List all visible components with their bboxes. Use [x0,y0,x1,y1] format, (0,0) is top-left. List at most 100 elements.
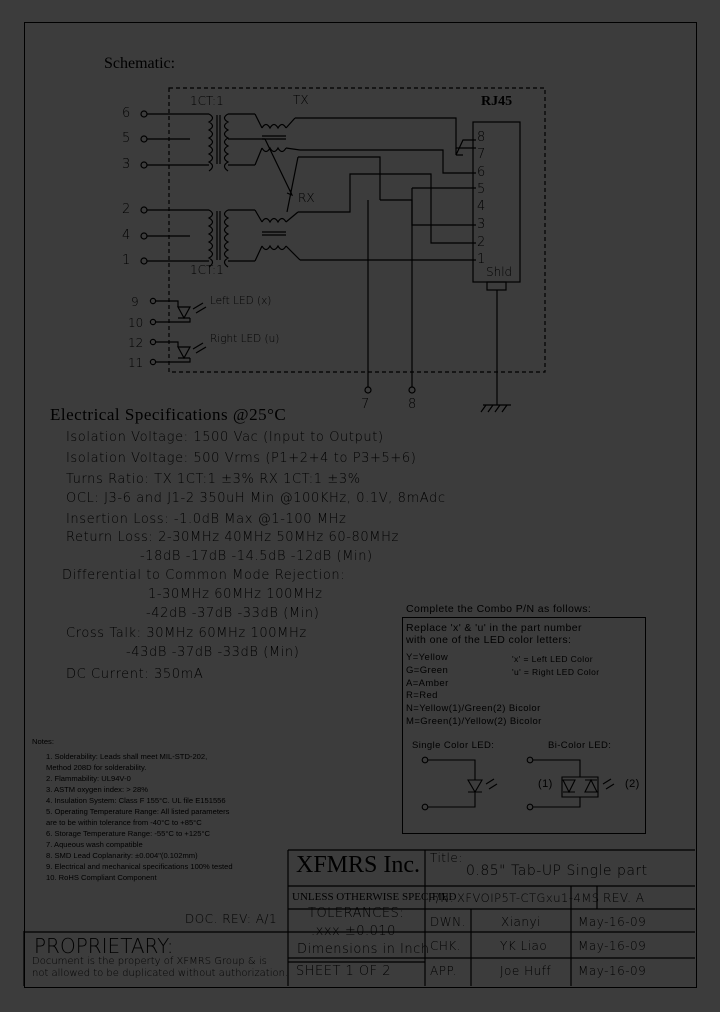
led-pin-label: 12 [128,336,144,350]
note-item: 8. SMD Lead Coplanarity: ±0.004"(0.102mm… [46,851,198,860]
title-label: Title: [430,851,463,865]
rj45-pin-label: 5 [477,182,486,197]
shield-label: Shld [486,265,513,279]
rj45-label: RJ45 [481,94,513,109]
x-note: 'x' = Left LED Color [512,654,593,664]
bi-led-label: Bi-Color LED: [548,740,612,751]
rj45-pin-label: 3 [477,217,486,232]
company-name: XFMRS Inc. [296,852,421,878]
ct-bottom-label: 1CT:1 [190,263,224,277]
doc-rev: DOC. REV: A/1 [185,912,278,926]
rj45-pin-label: 2 [477,235,486,250]
name-value: YK Liao [500,939,548,953]
ct-top-label: 1CT:1 [190,94,224,108]
spec-line: Isolation Voltage: 500 Vrms (P1+2+4 to P… [66,451,417,466]
note-item: 6. Storage Temperature Range: -55°C to +… [46,829,211,838]
color-code: G=Green [406,665,449,676]
note-item: 4. Insulation System: Class F 155°C. UL … [46,796,226,805]
pin-label: 4 [122,228,131,243]
u-note: 'u' = Right LED Color [512,667,600,677]
notes-heading: Notes: [32,737,54,746]
note-item: 7. Aqueous wash compatible [46,840,143,849]
date-value: May-16-09 [578,915,647,929]
spec-line: DC Current: 350mA [66,667,204,682]
bi-led-1: (1) [538,778,553,790]
module-enclosure [168,87,546,373]
rj45-pin-label: 4 [477,199,486,214]
role-label: APP. [430,964,457,978]
tx-label: TX [293,93,309,107]
color-code: N=Yellow(1)/Green(2) Bicolor [406,703,541,714]
bottom-pin-label: 8 [408,397,417,412]
proprietary-text: Document is the property of XFMRS Group … [32,956,267,967]
rj45-pin-label: 7 [477,147,486,162]
led-pin-label: 11 [128,356,144,370]
revision: REV. A [603,891,645,905]
role-label: CHK. [430,939,462,953]
color-code: Y=Yellow [406,652,449,663]
spec-line: Insertion Loss: -1.0dB Max @1-100 MHz [66,512,347,527]
note-item: are to be within tolerance from -40°C to… [46,818,202,827]
rx-label: RX [298,191,315,205]
combo-heading: Complete the Combo P/N as follows: [406,603,592,615]
rj45-pin-label: 8 [477,130,486,145]
combo-replace-line: Replace 'x' & 'u' in the part number [406,622,582,634]
pin-label: 6 [122,106,131,121]
name-value: Joe Huff [500,964,552,978]
proprietary-heading: PROPRIETARY: [34,934,174,958]
spec-line: -42dB -37dB -33dB (Min) [146,606,320,621]
led-pin-label: 10 [128,316,144,330]
left-led-label: Left LED (x) [210,295,272,307]
pn-value: XFVOIP5T-CTGxu1-4MS [457,891,600,905]
pin-label: 1 [122,253,131,268]
spec-line: 1-30MHz 60MHz 100MHz [148,587,323,602]
color-code: M=Green(1)/Yellow(2) Bicolor [406,716,542,727]
color-code: A=Amber [406,678,449,689]
role-label: DWN. [430,915,466,929]
spec-line: OCL: J3-6 and J1-2 350uH Min @100KHz, 0.… [66,491,446,506]
note-item: 5. Operating Temperature Range: All list… [46,807,230,816]
spec-line: Return Loss: 2-30MHz 40MHz 50MHz 60-80MH… [66,530,399,545]
rj45-pin-label: 6 [477,165,486,180]
single-led-label: Single Color LED: [412,740,495,751]
electrical-title: Electrical Specifications @25°C [50,405,287,424]
note-item: 3. ASTM oxygen index: > 28% [46,785,148,794]
combo-replace-line: with one of the LED color letters: [406,634,572,646]
bottom-pin-label: 7 [361,397,370,412]
name-value: Xianyi [501,915,541,929]
tolerance-value: .xxx ±0.010 [311,924,396,939]
schematic-title: Schematic: [104,55,176,72]
date-value: May-16-09 [578,964,647,978]
note-item: 10. RoHS Compliant Component [46,873,157,882]
unless-specified: UNLESS OTHERWISE SPECIFIED [292,891,457,903]
note-item: 1. Solderability: Leads shall meet MIL-S… [46,752,208,761]
spec-line: Differential to Common Mode Rejection: [62,568,346,583]
note-item: Method 208D for solderability. [46,763,147,772]
spec-line: -18dB -17dB -14.5dB -12dB (Min) [140,549,373,564]
drawing-frame [24,22,697,988]
sheet-number: SHEET 1 OF 2 [296,964,392,979]
pin-label: 3 [122,157,131,172]
pin-label: 5 [122,131,131,146]
tolerances-label: TOLERANCES: [308,906,405,921]
spec-line: -43dB -37dB -33dB (Min) [126,645,300,660]
dimensions: Dimensions in Inch [297,942,430,957]
combo-box [402,617,646,834]
spec-line: Turns Ratio: TX 1CT:1 ±3% RX 1CT:1 ±3% [66,472,361,487]
date-value: May-16-09 [578,939,647,953]
rj45-pin-label: 1 [477,252,486,267]
ground-symbol [480,290,511,413]
right-led-label: Right LED (u) [210,333,280,345]
spec-line: Cross Talk: 30MHz 60MHz 100MHz [66,626,307,641]
note-item: 2. Flammability: UL94V-0 [46,774,131,783]
title-value: 0.85" Tab-UP Single part [466,863,648,879]
pn-label: P/N: [428,891,455,905]
note-item: 9. Electrical and mechanical specificati… [46,862,233,871]
bi-led-2: (2) [625,778,640,790]
spec-line: Isolation Voltage: 1500 Vac (Input to Ou… [66,430,384,445]
color-code: R=Red [406,690,438,701]
pin-label: 2 [122,202,131,217]
